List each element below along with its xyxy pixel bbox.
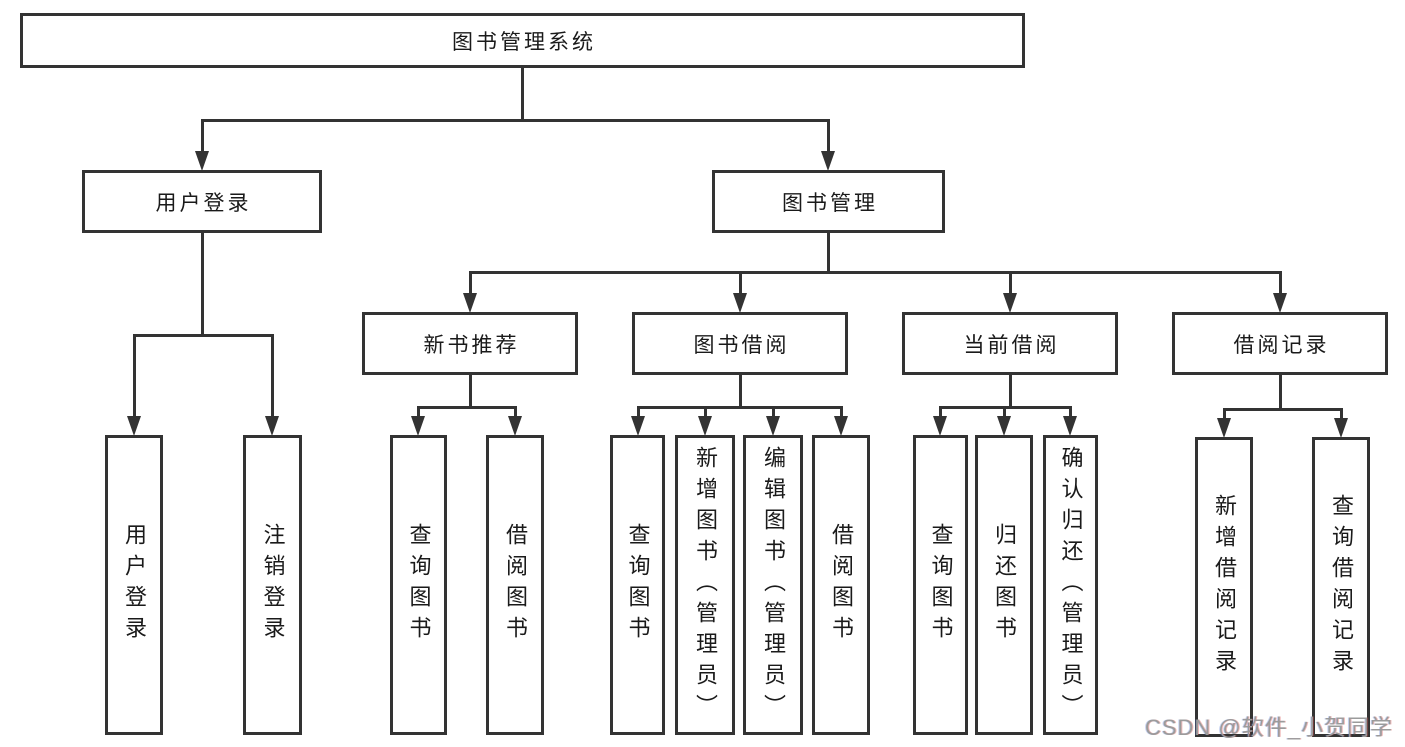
node-login: 用户登录	[105, 435, 163, 735]
node-query-borrow-record: 查询借阅记录	[1312, 437, 1370, 737]
node-label: 新增借阅记录	[1212, 494, 1237, 680]
arrowhead-icon	[463, 293, 477, 313]
connector-line	[200, 118, 830, 122]
arrowhead-icon	[265, 416, 279, 436]
arrowhead-icon	[411, 416, 425, 436]
connector-line	[1278, 272, 1282, 297]
connector-line	[636, 407, 640, 420]
arrowhead-icon	[933, 416, 947, 436]
arrowhead-icon	[997, 416, 1011, 436]
node-query-books-1: 查询图书	[390, 435, 447, 735]
arrowhead-icon	[766, 416, 780, 436]
connector-line	[468, 375, 472, 409]
node-label: 图书借阅	[693, 333, 790, 357]
node-new-book-rec: 新书推荐	[362, 312, 578, 375]
connector-line	[270, 335, 274, 420]
node-label: 查询图书	[928, 523, 954, 647]
connector-line	[839, 407, 843, 420]
connector-line	[1068, 407, 1072, 420]
node-label: 编辑图书（管理员）	[761, 445, 786, 725]
node-book-mgmt: 图书管理	[712, 170, 945, 233]
node-add-book-admin: 新增图书（管理员）	[675, 435, 735, 735]
node-label: 新增图书（管理员）	[693, 445, 718, 725]
connector-line	[132, 333, 274, 337]
connector-line	[1339, 409, 1343, 422]
arrowhead-icon	[127, 416, 141, 436]
node-label: 图书管理	[782, 191, 878, 215]
node-edit-book-admin: 编辑图书（管理员）	[743, 435, 803, 735]
node-label: 用户登录	[155, 191, 252, 215]
node-label: 借阅记录	[1233, 333, 1330, 357]
arrowhead-icon	[733, 293, 747, 313]
node-borrow-records: 借阅记录	[1172, 312, 1388, 375]
connector-line	[513, 407, 517, 420]
node-label: 借阅图书	[829, 523, 854, 647]
node-logout: 注销登录	[243, 435, 302, 735]
arrowhead-icon	[1217, 418, 1231, 438]
arrowhead-icon	[698, 416, 712, 436]
connector-line	[1008, 375, 1012, 409]
connector-line	[1002, 407, 1006, 420]
connector-line	[132, 335, 136, 420]
node-borrow-books-2: 借阅图书	[812, 435, 870, 735]
connector-line	[1008, 272, 1012, 297]
node-label: 图书管理系统	[452, 30, 596, 54]
node-label: 注销登录	[260, 523, 286, 647]
connector-line	[826, 120, 830, 155]
node-borrow-books-1: 借阅图书	[486, 435, 544, 735]
arrowhead-icon	[1063, 416, 1077, 436]
connector-line	[468, 272, 472, 297]
connector-line	[738, 375, 742, 409]
connector-line	[826, 233, 830, 274]
connector-line	[416, 405, 517, 409]
connector-line	[636, 405, 843, 409]
connector-line	[938, 407, 942, 420]
connector-line	[416, 407, 420, 420]
node-label: 查询借阅记录	[1329, 494, 1354, 680]
node-label: 用户登录	[122, 523, 147, 647]
connector-line	[738, 272, 742, 297]
node-add-borrow-record: 新增借阅记录	[1195, 437, 1253, 737]
connector-line	[200, 233, 204, 337]
connector-line	[468, 270, 1282, 274]
connector-line	[520, 68, 524, 122]
node-root: 图书管理系统	[20, 13, 1025, 68]
arrowhead-icon	[195, 151, 209, 171]
arrowhead-icon	[1003, 293, 1017, 313]
watermark: CSDN @软件_小贺同学	[1144, 715, 1393, 740]
connector-line	[703, 407, 707, 420]
connector-line	[1222, 407, 1343, 411]
arrowhead-icon	[1273, 293, 1287, 313]
connector-line	[1278, 375, 1282, 411]
node-label: 确认归还（管理员）	[1058, 445, 1084, 725]
arrowhead-icon	[1334, 418, 1348, 438]
node-label: 当前借阅	[963, 333, 1060, 357]
arrowhead-icon	[508, 416, 522, 436]
connector-line	[200, 120, 204, 155]
node-query-books-2: 查询图书	[610, 435, 665, 735]
node-book-borrow: 图书借阅	[632, 312, 848, 375]
node-label: 新书推荐	[423, 333, 520, 357]
node-label: 归还图书	[992, 523, 1017, 647]
connector-line	[1222, 409, 1226, 422]
connector-line	[771, 407, 775, 420]
node-return-books: 归还图书	[975, 435, 1033, 735]
node-user-login-group: 用户登录	[82, 170, 322, 233]
node-confirm-return-admin: 确认归还（管理员）	[1043, 435, 1098, 735]
node-current-borrow: 当前借阅	[902, 312, 1118, 375]
node-query-books-3: 查询图书	[913, 435, 968, 735]
arrowhead-icon	[821, 151, 835, 171]
node-label: 查询图书	[406, 523, 432, 647]
arrowhead-icon	[631, 416, 645, 436]
node-label: 借阅图书	[503, 523, 528, 647]
node-label: 查询图书	[625, 523, 651, 647]
arrowhead-icon	[834, 416, 848, 436]
